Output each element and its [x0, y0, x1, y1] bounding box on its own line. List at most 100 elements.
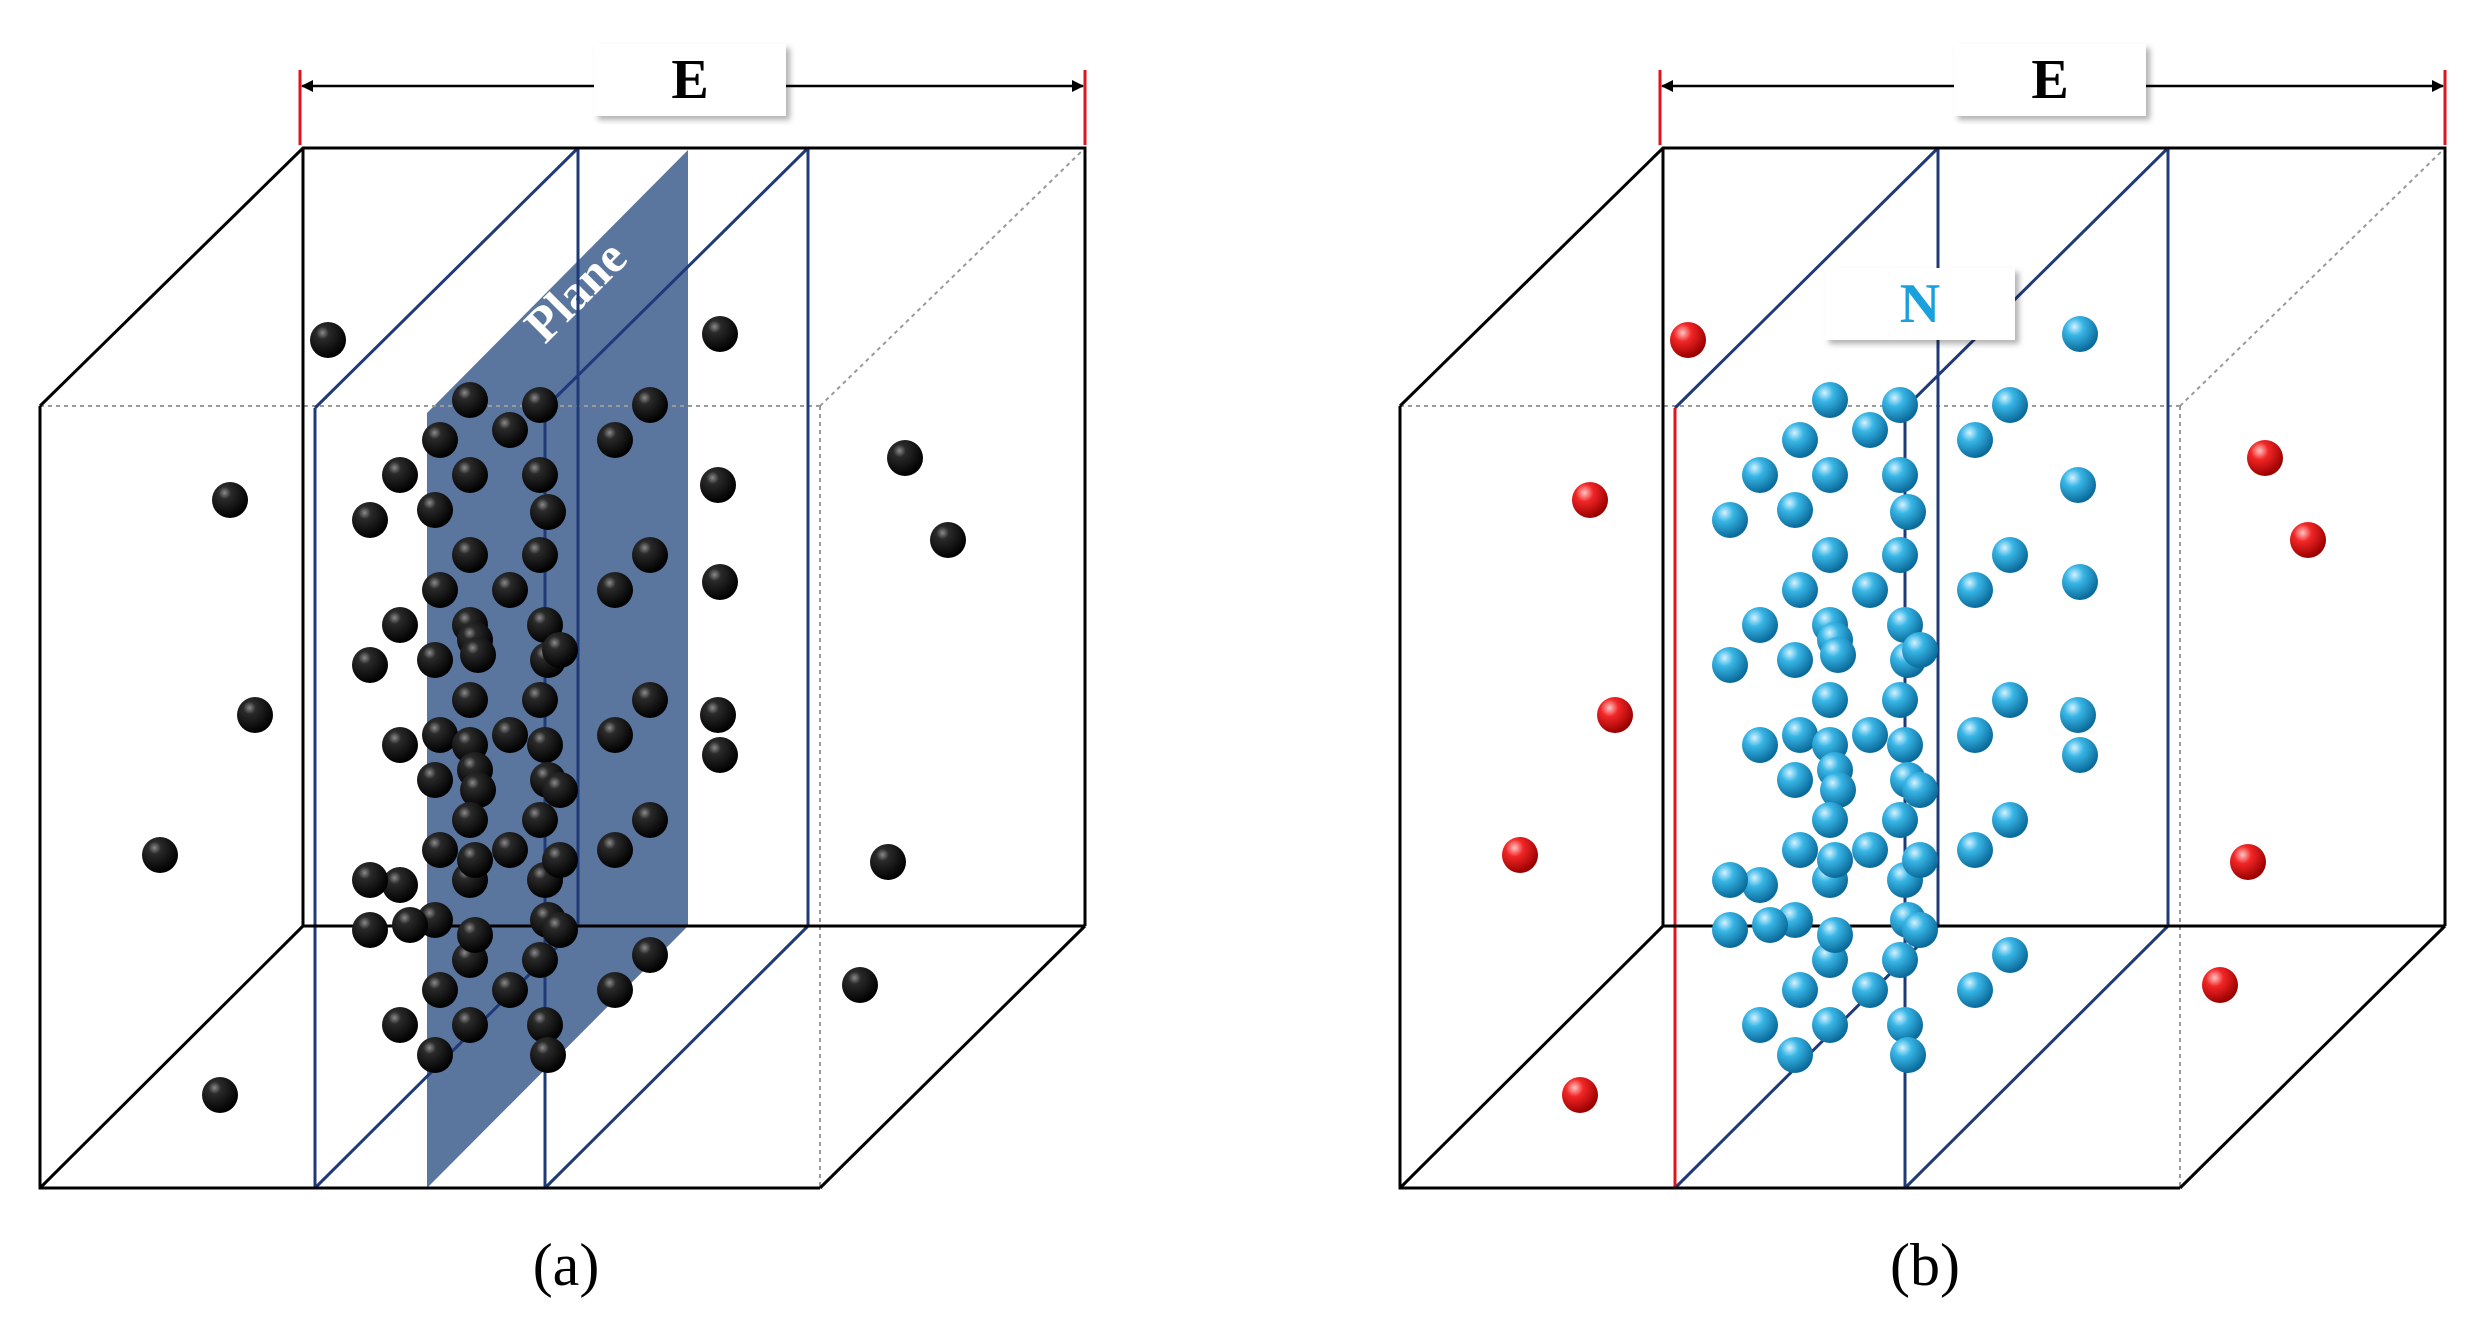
atom-in-slab: [1887, 727, 1923, 763]
atom: [422, 422, 458, 458]
atom: [422, 717, 458, 753]
caption: (a): [533, 1232, 600, 1298]
count-label: N: [1900, 273, 1940, 335]
atom-outside-slab: [1502, 837, 1538, 873]
atom-in-slab: [1992, 682, 2028, 718]
atom: [632, 802, 668, 838]
atom-in-slab: [1902, 632, 1938, 668]
atom: [492, 412, 528, 448]
atom: [452, 537, 488, 573]
atom: [382, 1007, 418, 1043]
atom: [702, 316, 738, 352]
field-label: E: [671, 49, 708, 111]
atom-in-slab: [1742, 1007, 1778, 1043]
atom-in-slab: [1992, 802, 2028, 838]
atom: [310, 322, 346, 358]
atom-in-slab: [1882, 802, 1918, 838]
atom: [492, 972, 528, 1008]
atom: [930, 522, 966, 558]
atom-in-slab: [1890, 1037, 1926, 1073]
atom: [202, 1077, 238, 1113]
panel-b: E N (b): [1398, 44, 2447, 1298]
box-edges: [38, 146, 1087, 1190]
atom-in-slab: [1742, 867, 1778, 903]
atom: [422, 832, 458, 868]
atom-in-slab: [1852, 412, 1888, 448]
atom: [212, 482, 248, 518]
atom: [597, 832, 633, 868]
atom-in-slab: [1742, 727, 1778, 763]
atom-in-slab: [1820, 772, 1856, 808]
atom: [842, 967, 878, 1003]
atom: [352, 502, 388, 538]
atom-in-slab: [2062, 316, 2098, 352]
caption: (b): [1890, 1232, 1960, 1298]
atom: [452, 1007, 488, 1043]
atom-in-slab: [1852, 572, 1888, 608]
atom-in-slab: [1957, 572, 1993, 608]
atom: [527, 1007, 563, 1043]
atom-in-slab: [1742, 607, 1778, 643]
atom-in-slab: [1902, 772, 1938, 808]
atom: [542, 632, 578, 668]
atom-outside-slab: [1670, 322, 1706, 358]
atom-in-slab: [1852, 972, 1888, 1008]
panel-a: Plane E: [38, 44, 1087, 1298]
atom: [542, 842, 578, 878]
box-hidden-edges: [40, 147, 1086, 1188]
atom-in-slab: [1882, 682, 1918, 718]
atom: [597, 572, 633, 608]
atom: [237, 697, 273, 733]
atom-in-slab: [1992, 537, 2028, 573]
box-hidden-edges: [1400, 147, 2446, 1188]
atom-in-slab: [1782, 422, 1818, 458]
atom: [542, 772, 578, 808]
field-label: E: [2031, 49, 2068, 111]
atom: [382, 727, 418, 763]
atom: [452, 802, 488, 838]
atom: [632, 937, 668, 973]
atom-outside-slab: [2247, 440, 2283, 476]
atom-in-slab: [1890, 494, 1926, 530]
atom-in-slab: [1957, 422, 1993, 458]
atom-in-slab: [1712, 862, 1748, 898]
atom-in-slab: [1782, 717, 1818, 753]
atom: [632, 537, 668, 573]
atom: [632, 387, 668, 423]
atom: [522, 457, 558, 493]
atom-in-slab: [1902, 842, 1938, 878]
atom-in-slab: [1777, 492, 1813, 528]
atom: [417, 492, 453, 528]
atom-in-slab: [1782, 572, 1818, 608]
atom: [352, 647, 388, 683]
atom-in-slab: [1882, 537, 1918, 573]
atom-in-slab: [1777, 1037, 1813, 1073]
atom: [597, 972, 633, 1008]
atom: [452, 382, 488, 418]
atom-in-slab: [1812, 682, 1848, 718]
atom: [417, 1037, 453, 1073]
atom-in-slab: [1902, 912, 1938, 948]
atom-in-slab: [1957, 717, 1993, 753]
atom: [457, 917, 493, 953]
atom-in-slab: [1777, 642, 1813, 678]
atom-in-slab: [2060, 697, 2096, 733]
atom-in-slab: [1817, 917, 1853, 953]
atom: [702, 564, 738, 600]
atom-in-slab: [1742, 457, 1778, 493]
atom-in-slab: [1812, 537, 1848, 573]
atom: [632, 682, 668, 718]
atom: [452, 457, 488, 493]
atom-in-slab: [1712, 502, 1748, 538]
atom: [700, 467, 736, 503]
atom-in-slab: [1712, 912, 1748, 948]
atom: [392, 907, 428, 943]
atom: [522, 387, 558, 423]
atom-in-slab: [1852, 832, 1888, 868]
atom-outside-slab: [1572, 482, 1608, 518]
atom-in-slab: [1852, 717, 1888, 753]
atom-in-slab: [1812, 802, 1848, 838]
atom-in-slab: [1992, 937, 2028, 973]
atom-in-slab: [1817, 842, 1853, 878]
